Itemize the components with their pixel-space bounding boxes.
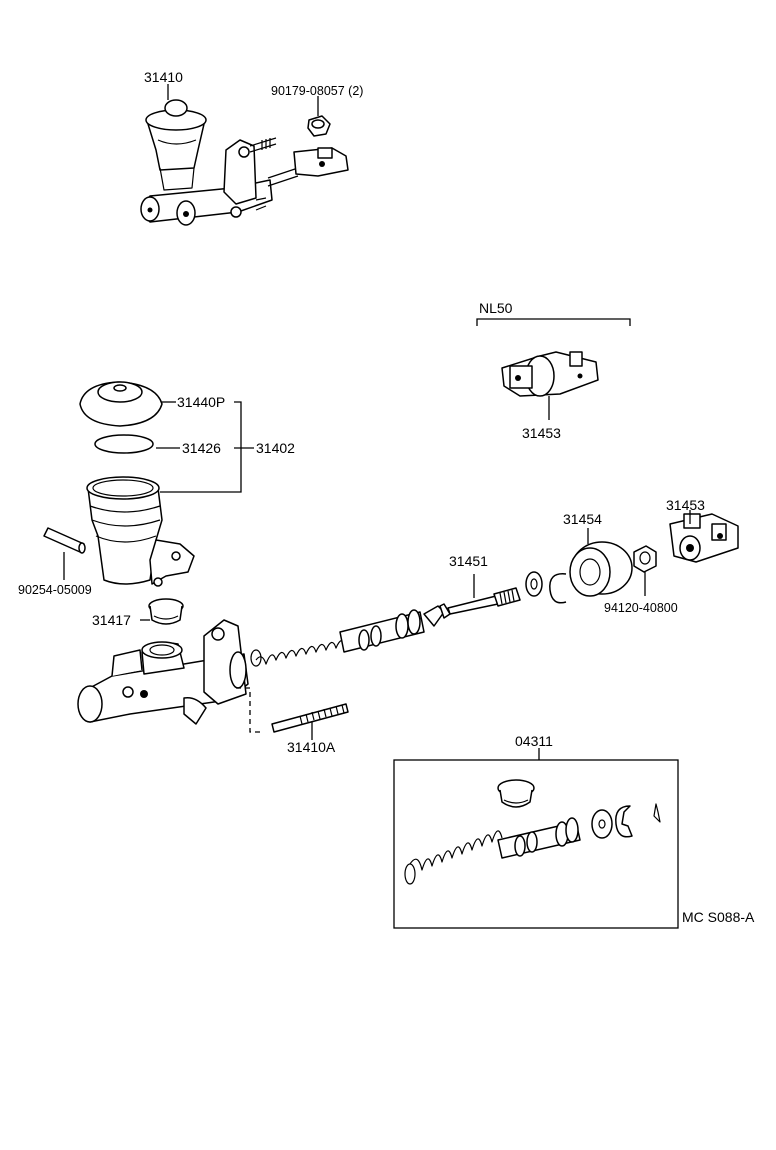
label-nl50: NL50 [479, 300, 513, 316]
piston [339, 605, 445, 653]
piston-rod [439, 587, 521, 619]
master-cylinder-assembly-top [140, 99, 349, 226]
kit-snap-ring [615, 805, 633, 838]
snap-ring [549, 573, 567, 604]
label-reservoir-set: 31402 [256, 440, 295, 456]
nl50-bracket [476, 318, 631, 326]
boot [569, 541, 633, 597]
label-kit: 04311 [515, 733, 553, 749]
kit-grommet [497, 779, 535, 808]
label-cap: 31440P [177, 394, 225, 410]
kit-piston [497, 817, 581, 859]
gasket [94, 434, 154, 454]
clevis [669, 513, 739, 563]
label-nut-top: 90179-08057 (2) [271, 84, 363, 98]
reservoir-body [86, 476, 195, 587]
nut [633, 545, 657, 573]
kit-box [393, 759, 679, 929]
label-pin: 90254-05009 [18, 583, 92, 597]
stud [271, 703, 349, 733]
kit-washer [591, 809, 613, 839]
kit-spring [404, 830, 503, 885]
label-clevis-nl50: 31453 [522, 425, 561, 441]
kit-clip [653, 803, 661, 823]
label-stud: 31410A [287, 739, 336, 755]
bracket-reservoir-set [160, 401, 242, 493]
label-gasket: 31426 [182, 440, 221, 456]
label-piston-rod: 31451 [449, 553, 488, 569]
master-cylinder-body [77, 619, 249, 725]
pin [43, 527, 86, 554]
label-clevis: 31453 [666, 497, 705, 513]
reservoir-cap [79, 381, 163, 427]
spring [250, 639, 347, 667]
stud-dashed-leader [236, 687, 264, 733]
label-assy-top: 31410 [144, 69, 183, 85]
clevis-nl50 [501, 351, 599, 397]
label-nut: 94120-40800 [604, 601, 678, 615]
label-figure-code: MC S088-A [682, 909, 755, 925]
grommet [148, 598, 184, 625]
washer [525, 571, 543, 597]
label-boot: 31454 [563, 511, 602, 527]
label-grommet: 31417 [92, 612, 131, 628]
